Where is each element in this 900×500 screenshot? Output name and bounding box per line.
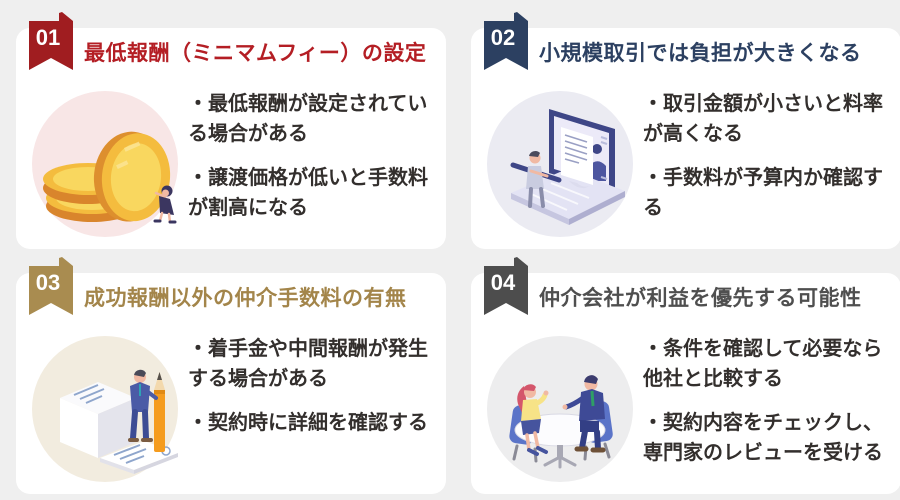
bullet-item: ・契約内容をチェックし、専門家のレビューを受ける — [643, 412, 883, 465]
card-title: 小規模取引では負担が大きくなる — [539, 42, 862, 65]
bullet-list: ・着手金や中間報酬が発生する場合がある ・契約時に詳細を確認する — [188, 334, 440, 438]
ribbon-badge: 01 — [29, 12, 73, 70]
card-broker-self-interest: 04 仲介会社が利益を優先する可能性 — [471, 257, 900, 495]
ribbon-badge: 03 — [29, 257, 73, 316]
ribbon-shape — [29, 257, 73, 316]
card-minimum-fee: 01 最低報酬（ミニマムフィー）の設定 — [16, 12, 446, 250]
card-title: 最低報酬（ミニマムフィー）の設定 — [84, 42, 427, 65]
card-other-fees: 03 成功報酬以外の仲介手数料の有無 — [16, 257, 446, 495]
badge-number: 03 — [36, 270, 60, 295]
card-body: ・取引金額が小さいと料率が高くなる ・手数料が予算内か確認する — [485, 89, 895, 239]
bullet-item: ・手数料が予算内か確認する — [643, 167, 883, 220]
ribbon-badge: 02 — [484, 12, 528, 70]
ribbon-shape — [484, 12, 528, 70]
card-title: 成功報酬以外の仲介手数料の有無 — [84, 287, 407, 311]
badge-number: 04 — [491, 270, 516, 295]
coins-illustration — [30, 89, 180, 239]
badge-number: 02 — [491, 25, 515, 50]
card-body: ・最低報酬が設定されている場合がある ・譲渡価格が低いと手数料が割高になる — [30, 89, 440, 239]
card-body: ・着手金や中間報酬が発生する場合がある ・契約時に詳細を確認する — [30, 334, 440, 484]
bullet-item: ・譲渡価格が低いと手数料が割高になる — [188, 167, 428, 220]
bullet-list: ・最低報酬が設定されている場合がある ・譲渡価格が低いと手数料が割高になる — [188, 89, 440, 223]
card-grid: 01 最低報酬（ミニマムフィー）の設定 — [16, 12, 900, 495]
documents-pencil-illustration — [30, 334, 180, 484]
card-title: 仲介会社が利益を優先する可能性 — [539, 287, 862, 311]
bullet-item: ・条件を確認して必要なら他社と比較する — [643, 338, 883, 391]
bullet-list: ・条件を確認して必要なら他社と比較する ・契約内容をチェックし、専門家のレビュー… — [643, 334, 895, 468]
badge-number: 01 — [36, 25, 60, 50]
ribbon-badge: 04 — [484, 257, 528, 316]
meeting-illustration — [485, 334, 635, 484]
bullet-item: ・最低報酬が設定されている場合がある — [188, 93, 428, 146]
card-body: ・条件を確認して必要なら他社と比較する ・契約内容をチェックし、専門家のレビュー… — [485, 334, 895, 484]
ribbon-shape — [29, 12, 73, 70]
bullet-item: ・着手金や中間報酬が発生する場合がある — [188, 338, 428, 391]
bullet-list: ・取引金額が小さいと料率が高くなる ・手数料が予算内か確認する — [643, 89, 895, 223]
ribbon-shape — [484, 257, 528, 316]
laptop-illustration — [485, 89, 635, 239]
card-small-deal-burden: 02 小規模取引では負担が大きくなる — [471, 12, 900, 250]
bullet-item: ・契約時に詳細を確認する — [188, 412, 428, 435]
bullet-item: ・取引金額が小さいと料率が高くなる — [643, 93, 883, 146]
